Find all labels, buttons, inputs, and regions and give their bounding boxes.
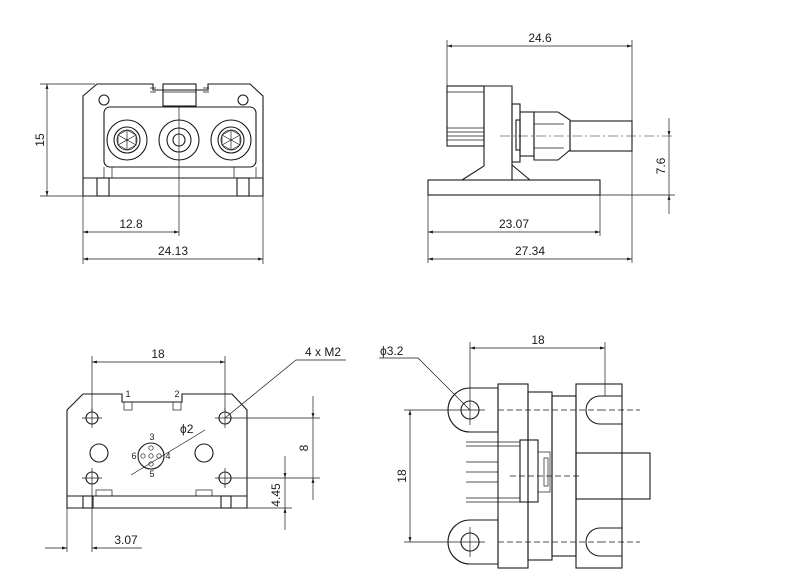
rear-callout-diameter: ϕ2 [180,422,194,436]
top-pins [466,441,520,503]
rear-housing-outline [66,393,248,509]
top-dim-height: 18 [395,469,409,483]
side-bracket [461,85,513,181]
front-dim-height: 15 [33,133,47,147]
top-slot-bottom-right [585,527,622,557]
rear-pin-connector-icon [137,442,165,470]
rear-dim-side-offset: 3.07 [114,533,138,547]
front-hex-socket-left-icon [106,119,148,161]
top-dim-width: 18 [531,333,545,347]
rear-pin-label-1: 1 [125,389,130,399]
rear-pin-label-3: 3 [149,432,154,442]
front-dim-width-total: 24.13 [158,244,188,258]
rear-mount-hole-bottom-left [82,468,102,488]
side-view: 24.6 7.6 23.07 27.34 [427,31,675,263]
side-base-plate [427,179,601,196]
rear-guide-hole-left [89,443,109,463]
front-corner-hole-right [237,94,249,106]
rear-dim-hole-height: 4.45 [269,483,283,507]
rear-pin-label-2: 2 [174,389,179,399]
rear-pin-label-4: 4 [165,451,170,461]
side-dim-base-total: 27.34 [515,244,545,258]
top-ear-top-left [447,387,499,433]
front-top-block [162,83,197,107]
top-ear-bottom-left [447,519,499,565]
front-housing-outline [82,83,264,197]
rear-callout-thread: 4 x M2 [305,345,341,359]
rear-view: 1 2 3 4 5 [45,345,346,552]
rear-mount-hole-bottom-right [215,468,235,488]
side-rear-connector [446,85,485,147]
side-dim-axis-height: 7.6 [654,157,668,174]
rear-guide-hole-right [194,443,214,463]
side-dim-base-inner: 23.07 [499,217,529,231]
top-callout-hole: ϕ3.2 [380,344,404,358]
front-corner-hole-left [98,94,110,106]
top-view: ϕ3.2 18 18 [379,333,651,569]
rear-pin-label-5: 5 [149,469,154,479]
top-slot-top-right [585,395,622,425]
top-barrel [575,452,651,500]
front-hex-socket-right-icon [210,119,252,161]
rear-pin-label-6: 6 [131,451,136,461]
rear-dim-width: 18 [151,347,165,361]
rear-dim-hole-pitch: 8 [297,444,311,451]
side-dim-top: 24.6 [528,31,552,45]
front-view: 15 12.8 24.13 [33,83,264,264]
front-dim-center-offset: 12.8 [119,217,143,231]
